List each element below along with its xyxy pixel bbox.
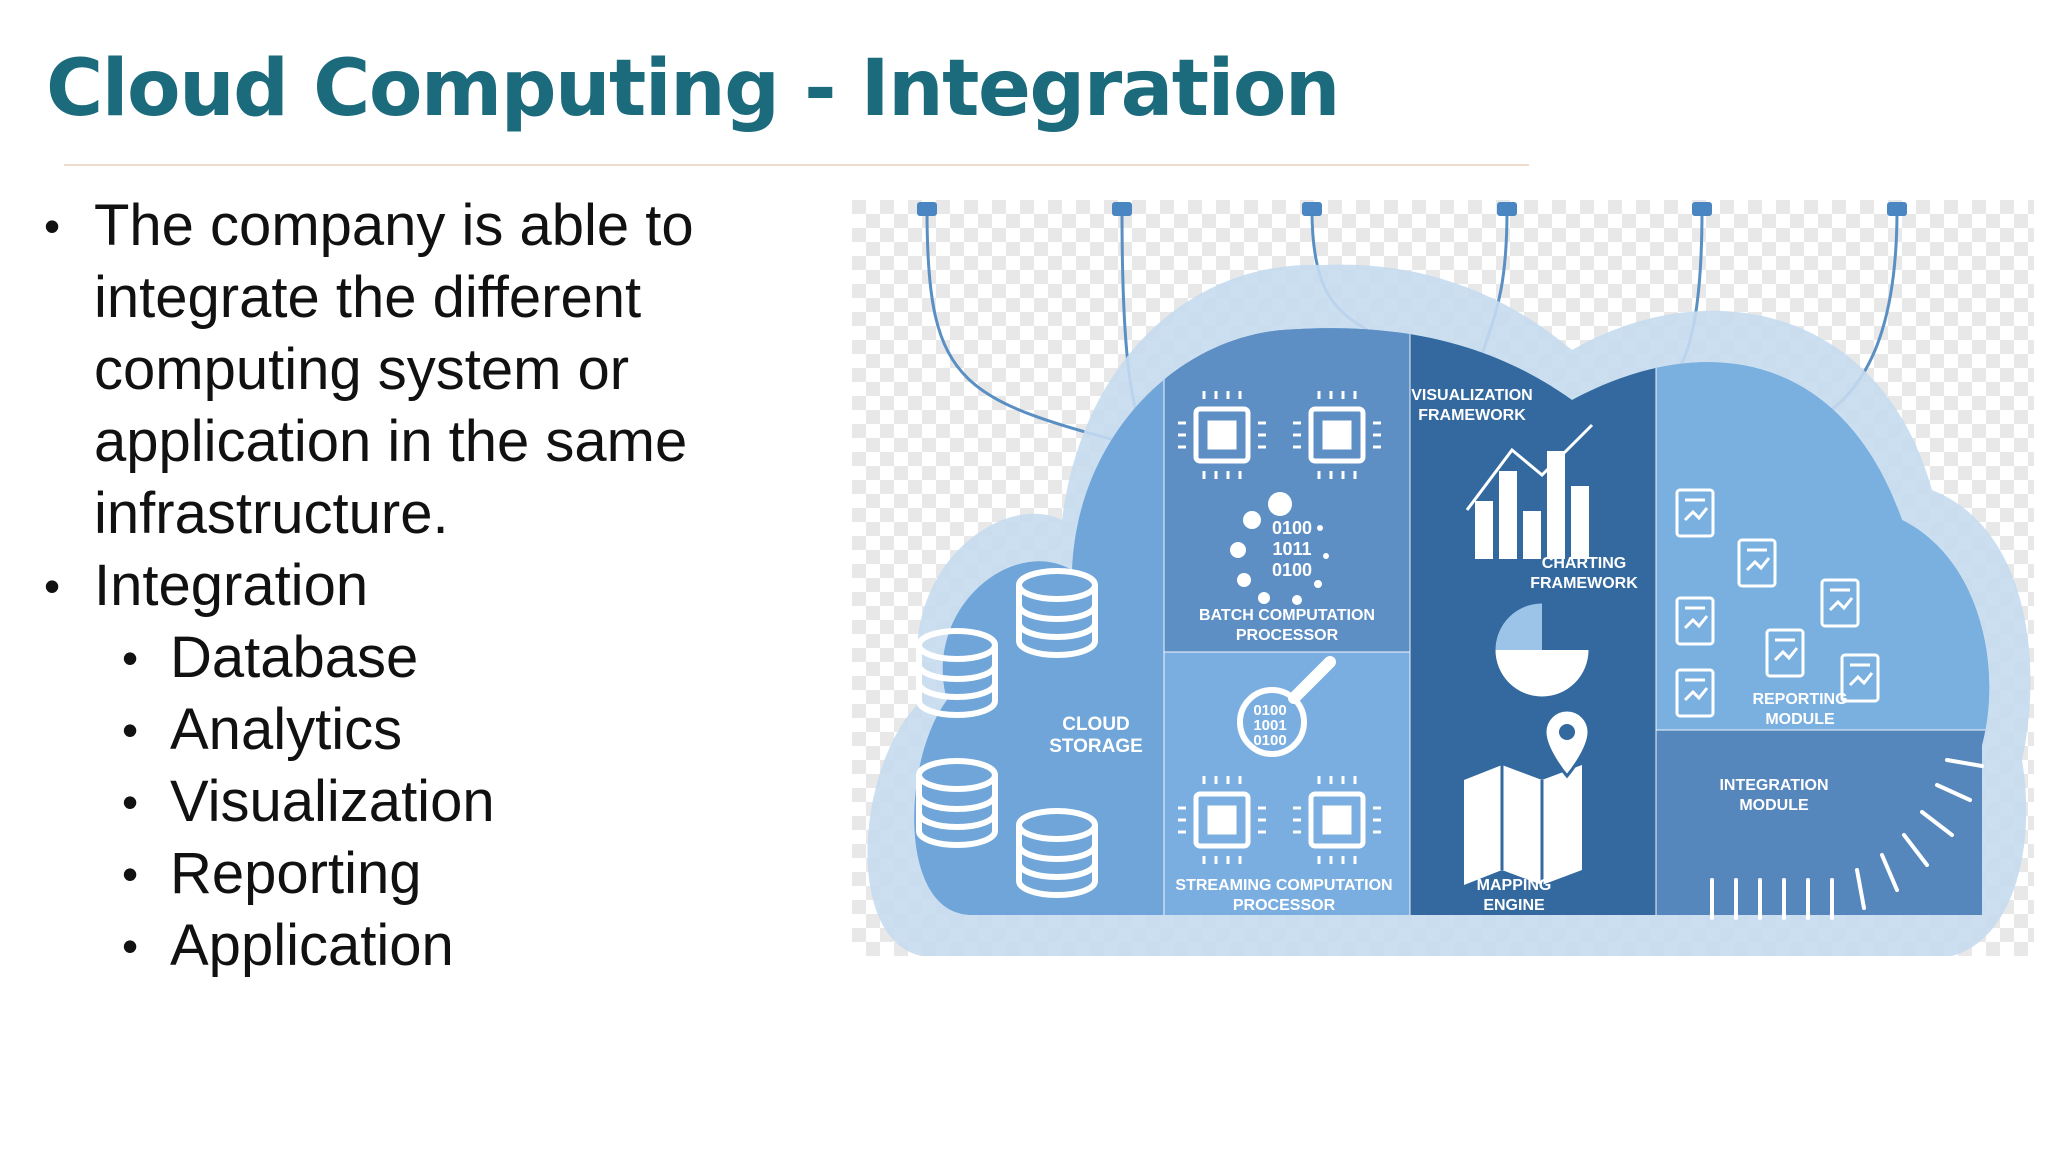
magnifier-icon [1237,656,1336,757]
sub-bullet-item: • Database [44,622,844,694]
bullet-text: Database [170,625,419,690]
report-document-icon [1675,596,1715,646]
report-document-icon [1765,628,1805,678]
report-document-icon [1675,488,1715,538]
report-document-icon [1820,578,1860,628]
integration-module-label: MODULE [1739,797,1809,814]
bullet-dot-icon: • [122,920,139,972]
binary-text: 0100 [1272,560,1312,580]
cloud-integration-diagram: CLOUD STORAGE [852,200,2034,956]
database-icons [916,568,1098,898]
reporting-module-label: MODULE [1765,711,1835,728]
plug-connector-icons [1710,758,1984,920]
database-icon [1016,568,1098,658]
bullet-text: Integration [94,553,369,618]
binary-text: 1001 [1253,717,1286,734]
sub-bullet-item: • Analytics [44,694,844,766]
cpu-chip-icon [1293,391,1381,479]
bullet-item: • The company is able to integrate the di… [44,190,844,550]
bullet-text: Reporting [170,841,422,906]
sub-bullet-item: • Application [44,910,844,982]
binary-text: 1011 [1272,539,1311,559]
bullet-dot-icon: • [122,704,139,756]
batch-processor-label: BATCH COMPUTATION [1199,607,1375,624]
sub-bullet-item: • Reporting [44,838,844,910]
bullet-text: Analytics [170,697,403,762]
batch-panel [1164,328,1410,652]
report-document-icon [1675,668,1715,718]
report-document-icon [1737,538,1777,588]
cpu-chip-icons [1178,391,1381,864]
integration-module-label: INTEGRATION [1719,777,1828,794]
charting-framework-label: CHARTING [1542,555,1626,572]
bullet-item: • Integration [44,550,844,622]
bullet-list: • The company is able to integrate the di… [44,190,844,982]
cpu-chip-icon [1178,776,1266,864]
bullet-text: Visualization [170,769,495,834]
bullet-dot-icon: • [122,632,139,684]
binary-text: 0100 [1272,518,1312,538]
mapping-engine-label: MAPPING [1477,877,1552,894]
database-icon [1016,808,1098,898]
streaming-processor-label: PROCESSOR [1233,897,1336,914]
connector-plugs [917,202,1907,216]
slide-title: Cloud Computing - Integration [46,44,1340,134]
cloud-storage-label: CLOUD [1062,714,1130,735]
cpu-chip-icon [1293,776,1381,864]
bullet-dot-icon: • [122,848,139,900]
binary-text: 0100 [1253,702,1286,719]
binary-spinner-icon [1230,492,1329,605]
database-icon [916,758,998,848]
bullet-dot-icon: • [122,776,139,828]
cloud-storage-label: STORAGE [1049,736,1143,757]
cpu-chip-icon [1178,391,1266,479]
report-document-icons [1675,488,1880,718]
reporting-module-label: REPORTING [1752,691,1847,708]
pie-chart-icon [1492,600,1592,700]
bullet-dot-icon: • [44,200,61,252]
database-icon [916,628,998,718]
bar-chart-3d-icon [1465,423,1594,561]
binary-text: 0100 [1253,732,1286,749]
visualization-framework-label: FRAMEWORK [1418,407,1526,424]
streaming-processor-label: STREAMING COMPUTATION [1175,877,1392,894]
title-divider [64,164,1529,166]
report-document-icon [1840,653,1880,703]
sub-bullet-item: • Visualization [44,766,844,838]
bullet-text: The company is able to integrate the dif… [94,193,694,546]
charting-framework-label: FRAMEWORK [1530,575,1638,592]
map-pin-icon [1464,708,1591,885]
bullet-text: Application [170,913,454,978]
bullet-dot-icon: • [44,560,61,612]
mapping-engine-label: ENGINE [1483,897,1545,914]
batch-processor-label: PROCESSOR [1236,627,1339,644]
visualization-framework-label: VISUALIZATION [1411,387,1532,404]
